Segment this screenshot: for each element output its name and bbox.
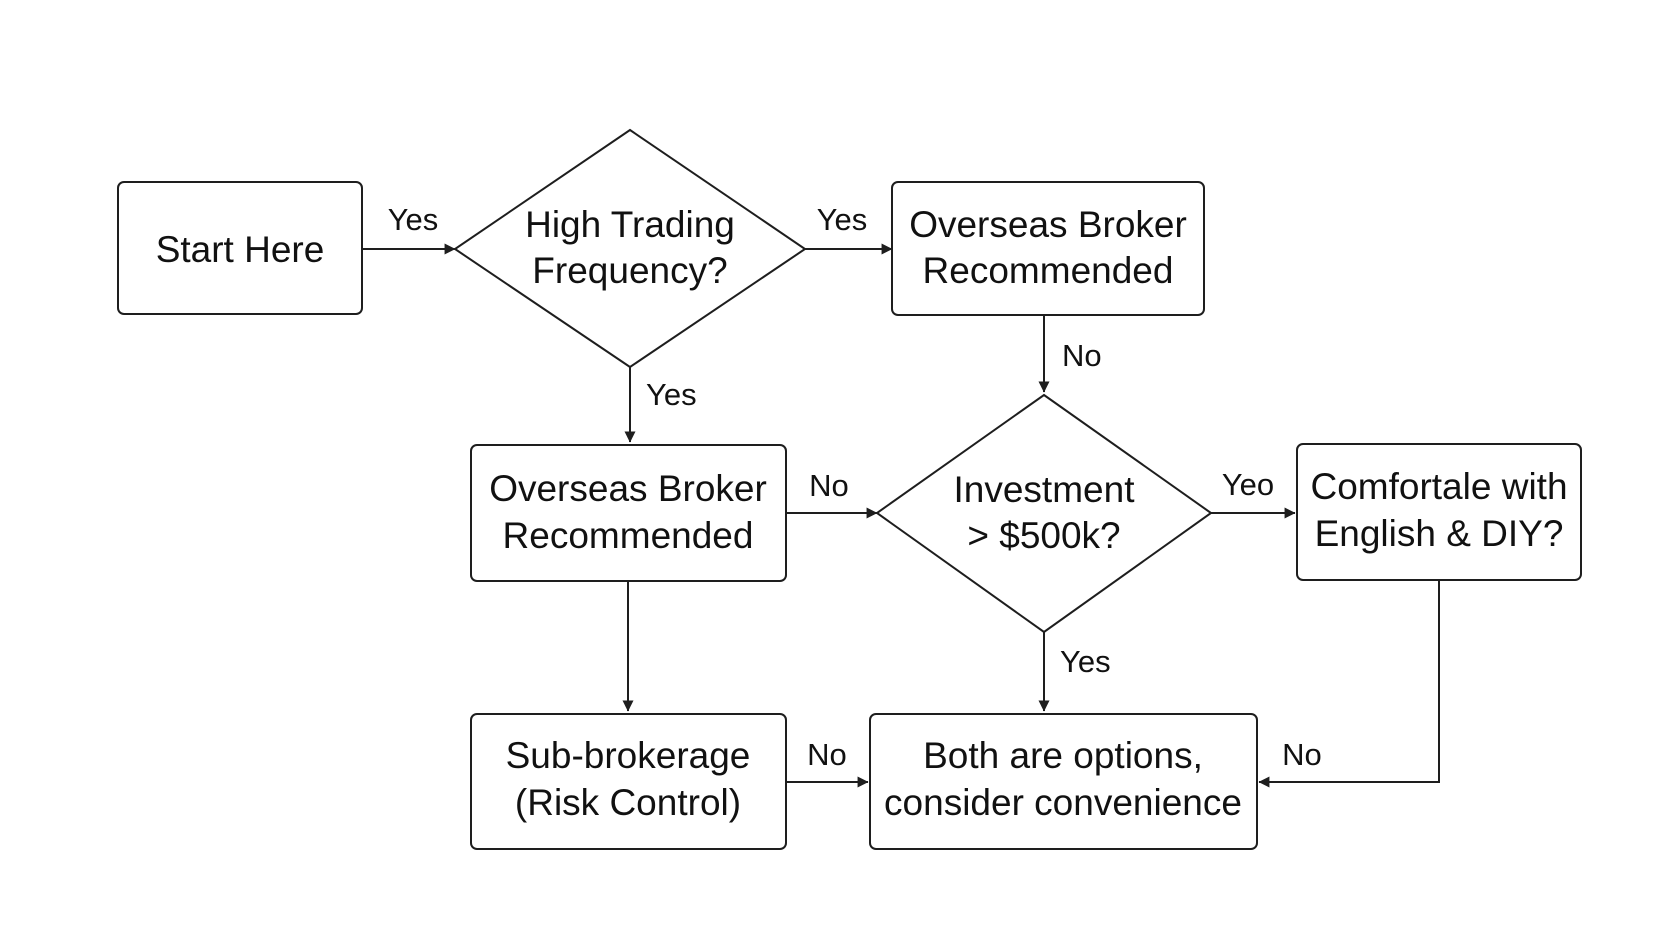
- decision-label-line-2: Frequency?: [532, 250, 727, 291]
- decision-label-line-1: Investment: [954, 469, 1136, 510]
- decision-label-line-1: High Trading: [525, 204, 735, 245]
- edge-label: No: [1282, 737, 1322, 772]
- edge-overseas-middle-to-investment: No: [786, 468, 878, 519]
- node-comfortable-english-diy: Comfortale with English & DIY?: [1296, 443, 1582, 581]
- node-overseas-broker-middle: Overseas Broker Recommended: [470, 444, 787, 582]
- node-label-line-2: Recommended: [503, 515, 754, 556]
- node-sub-brokerage: Sub-brokerage (Risk Control): [470, 713, 787, 850]
- edge-label: No: [1062, 338, 1102, 373]
- edge-label: Yes: [646, 377, 697, 412]
- node-label-line-2: consider convenience: [884, 782, 1242, 823]
- edge-label: Yes: [1060, 644, 1111, 679]
- node-overseas-broker-top: Overseas Broker Recommended: [891, 181, 1205, 316]
- edge-investment-to-both-options: Yes: [1038, 632, 1111, 712]
- node-label-line-1: Sub-brokerage: [506, 735, 751, 776]
- node-label-line-1: Overseas Broker: [909, 204, 1187, 245]
- node-label: Start Here: [156, 229, 325, 270]
- edge-label: Yes: [817, 202, 868, 237]
- node-both-options: Both are options, consider convenience: [869, 713, 1258, 850]
- node-label-line-2: Recommended: [923, 250, 1174, 291]
- edge-label: Yes: [388, 202, 439, 237]
- edge-overseas-top-to-investment: No: [1038, 315, 1102, 393]
- edge-label: No: [807, 737, 847, 772]
- edge-start-to-trading-frequency: Yes: [362, 202, 456, 255]
- edge-trading-frequency-to-overseas-middle: Yes: [624, 367, 697, 443]
- decision-label-line-2: > $500k?: [967, 515, 1120, 556]
- node-label-line-1: Overseas Broker: [489, 468, 767, 509]
- edge-investment-to-comfortable: Yeo: [1211, 467, 1296, 519]
- edge-sub-brokerage-to-both-options: No: [786, 737, 869, 788]
- node-label-line-1: Both are options,: [923, 735, 1203, 776]
- edge-trading-frequency-to-overseas-top: Yes: [805, 202, 893, 255]
- edge-comfortable-to-both-options: No: [1258, 581, 1440, 788]
- decision-investment-500k: Investment > $500k?: [875, 393, 1213, 634]
- node-label-line-1: Comfortale with: [1310, 466, 1567, 507]
- edge-label: Yeo: [1222, 467, 1274, 502]
- node-label-line-2: English & DIY?: [1315, 513, 1564, 554]
- node-start-here: Start Here: [117, 181, 363, 315]
- edge-label: No: [809, 468, 849, 503]
- node-label-line-2: (Risk Control): [515, 782, 741, 823]
- decision-high-trading-frequency: High Trading Frequency?: [453, 128, 807, 369]
